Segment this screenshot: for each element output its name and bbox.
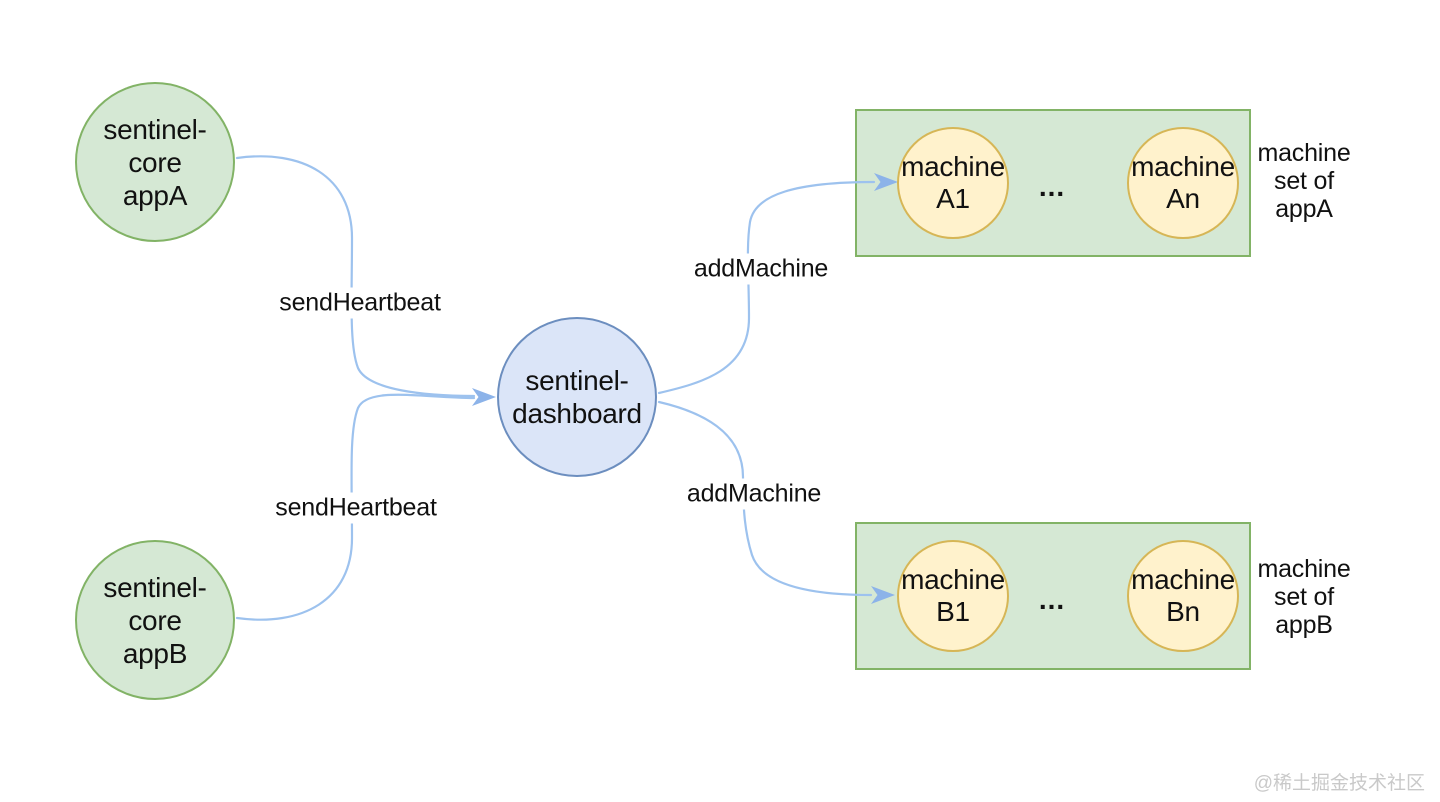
arrowhead-into-machineB1 [871,586,895,604]
edge-addmachine-appB [657,400,873,597]
node-label-line: core [128,146,182,178]
node-machine-Bn: machine Bn [1127,540,1239,652]
edge-sendheartbeat-appB [235,393,476,621]
node-label-line: machine [901,151,1005,182]
node-label-line: A1 [936,183,970,214]
group-label-machine-set-appA: machine set of appA [1257,139,1350,223]
node-label-line: B1 [936,596,970,627]
edge-label-addmachine-appA: addMachine [688,253,834,285]
node-sentinel-core-appA: sentinel- core appA [75,82,235,242]
group-label-line: set of [1274,583,1334,611]
node-machine-B1: machine B1 [897,540,1009,652]
node-label-line: dashboard [512,398,642,429]
group-label-machine-set-appB: machine set of appB [1257,555,1350,639]
edge-sendheartbeat-appA [235,155,476,398]
arrowhead-into-dashboard [472,388,496,406]
node-label-line: appA [122,179,188,211]
group-label-line: appA [1275,195,1333,223]
node-sentinel-dashboard: sentinel- dashboard [497,317,657,477]
edge-label-sendheartbeat-appA: sendHeartbeat [274,287,446,319]
group-label-line: appB [1275,611,1333,639]
node-label-line: appB [122,637,188,669]
node-label-line: machine [1131,151,1235,182]
watermark-text: @稀土掘金技术社区 [1253,773,1425,794]
node-label-line: Bn [1166,596,1200,627]
node-label-line: An [1166,183,1200,214]
node-label-line: machine [1131,564,1235,595]
edge-addmachine-appA [657,180,876,395]
node-label-line: sentinel- [525,365,629,396]
arrowhead-into-machineA1 [874,173,898,191]
group-label-line: machine [1257,555,1351,583]
node-machine-An: machine An [1127,127,1239,239]
node-label-line: sentinel- [103,571,207,603]
ellipsis-setA: ... [1038,171,1066,202]
node-sentinel-core-appB: sentinel- core appB [75,540,235,700]
ellipsis-setB: ... [1038,584,1066,615]
node-machine-A1: machine A1 [897,127,1009,239]
edge-label-addmachine-appB: addMachine [681,478,827,510]
node-label-line: machine [901,564,1005,595]
edge-label-sendheartbeat-appB: sendHeartbeat [270,492,442,524]
group-label-line: set of [1274,167,1334,195]
group-label-line: machine [1257,139,1351,167]
node-label-line: core [128,604,182,636]
node-label-line: sentinel- [103,113,207,145]
